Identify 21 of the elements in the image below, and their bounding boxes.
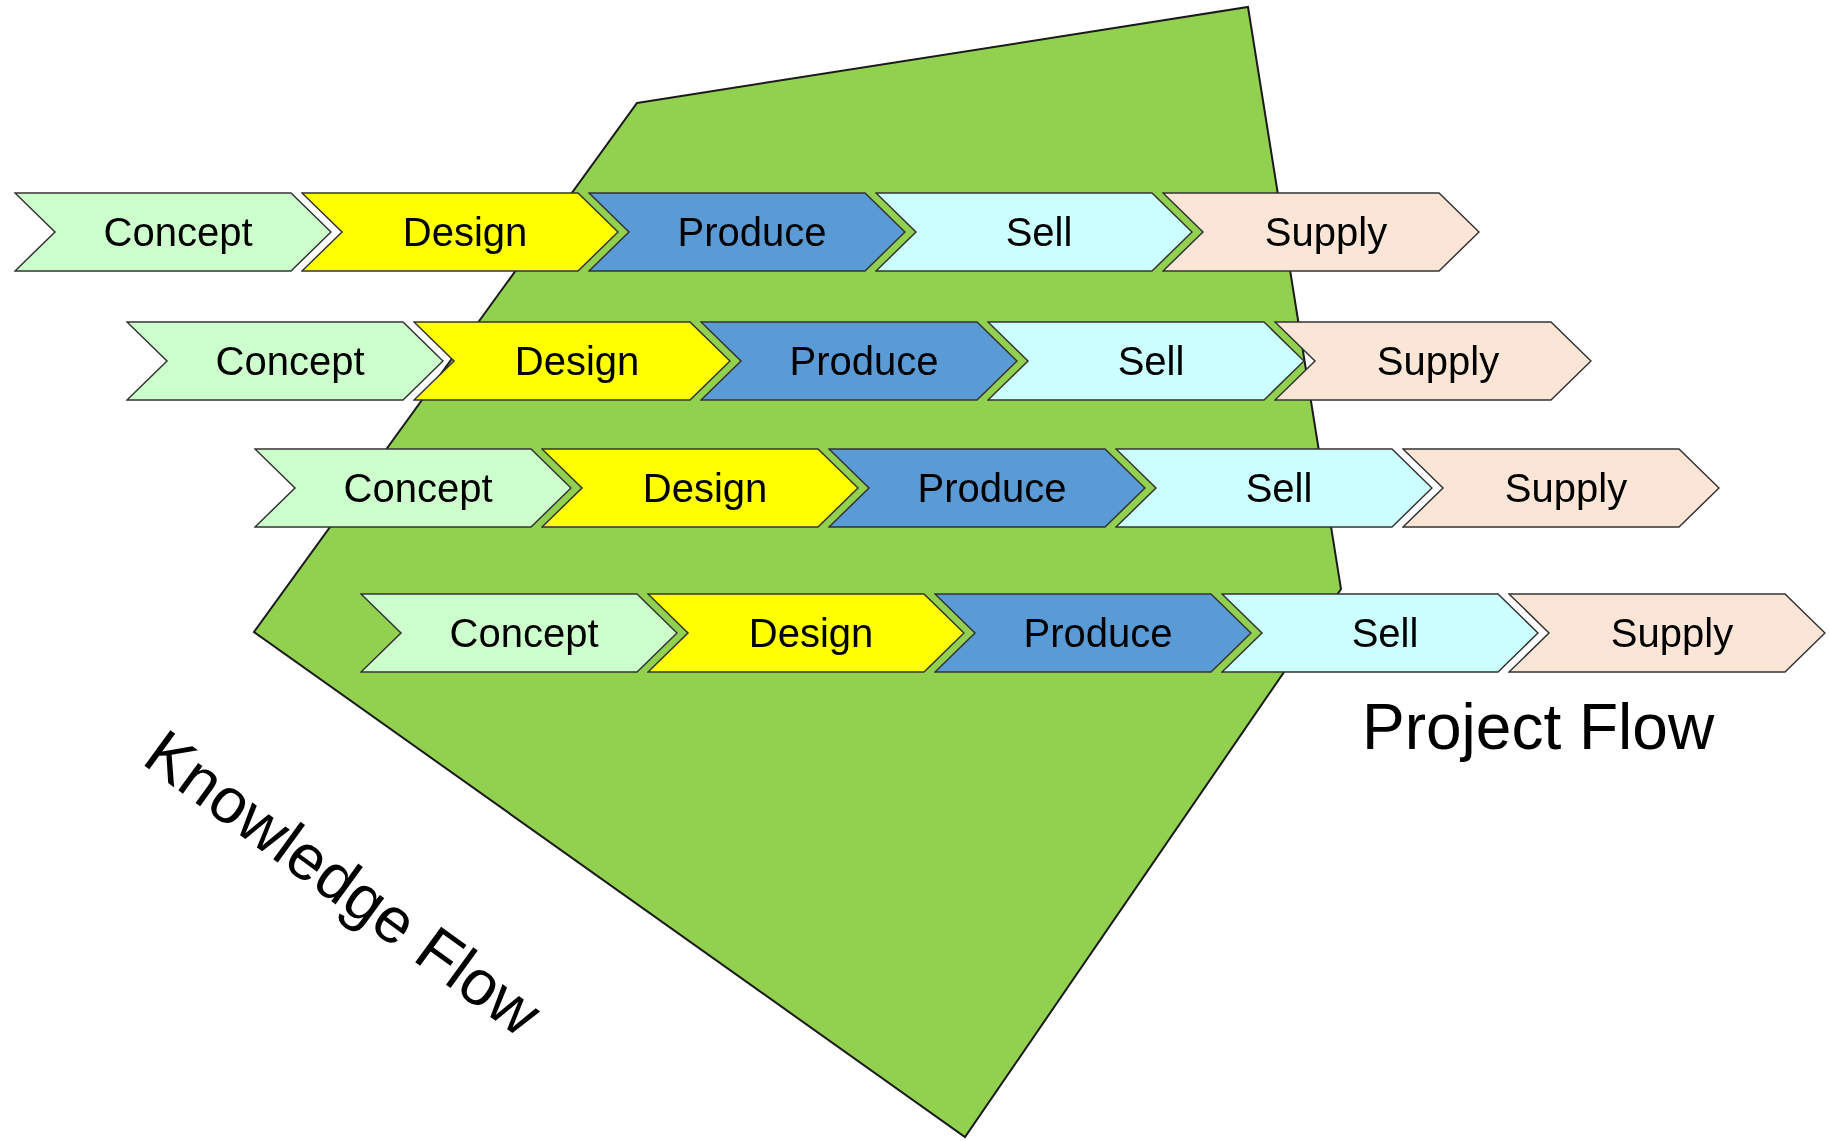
- step-label: Design: [642, 465, 768, 511]
- step-label: Concept: [343, 465, 493, 511]
- step-label: Supply: [1264, 209, 1388, 255]
- step-label: Produce: [677, 209, 827, 255]
- step-label: Sell: [1005, 209, 1073, 255]
- step-label: Design: [748, 610, 874, 656]
- step-label: Supply: [1504, 465, 1628, 511]
- step-label: Concept: [215, 338, 365, 384]
- flow-label: Project Flow: [1362, 690, 1715, 764]
- step-label: Sell: [1245, 465, 1313, 511]
- step-label: Concept: [449, 610, 599, 656]
- step-label: Produce: [1023, 610, 1173, 656]
- step-label: Concept: [103, 209, 253, 255]
- step-label: Supply: [1376, 338, 1500, 384]
- step-label: Sell: [1351, 610, 1419, 656]
- step-label: Produce: [917, 465, 1067, 511]
- step-label: Produce: [789, 338, 939, 384]
- step-label: Design: [402, 209, 528, 255]
- step-label: Supply: [1610, 610, 1734, 656]
- step-label: Design: [514, 338, 640, 384]
- step-label: Sell: [1117, 338, 1185, 384]
